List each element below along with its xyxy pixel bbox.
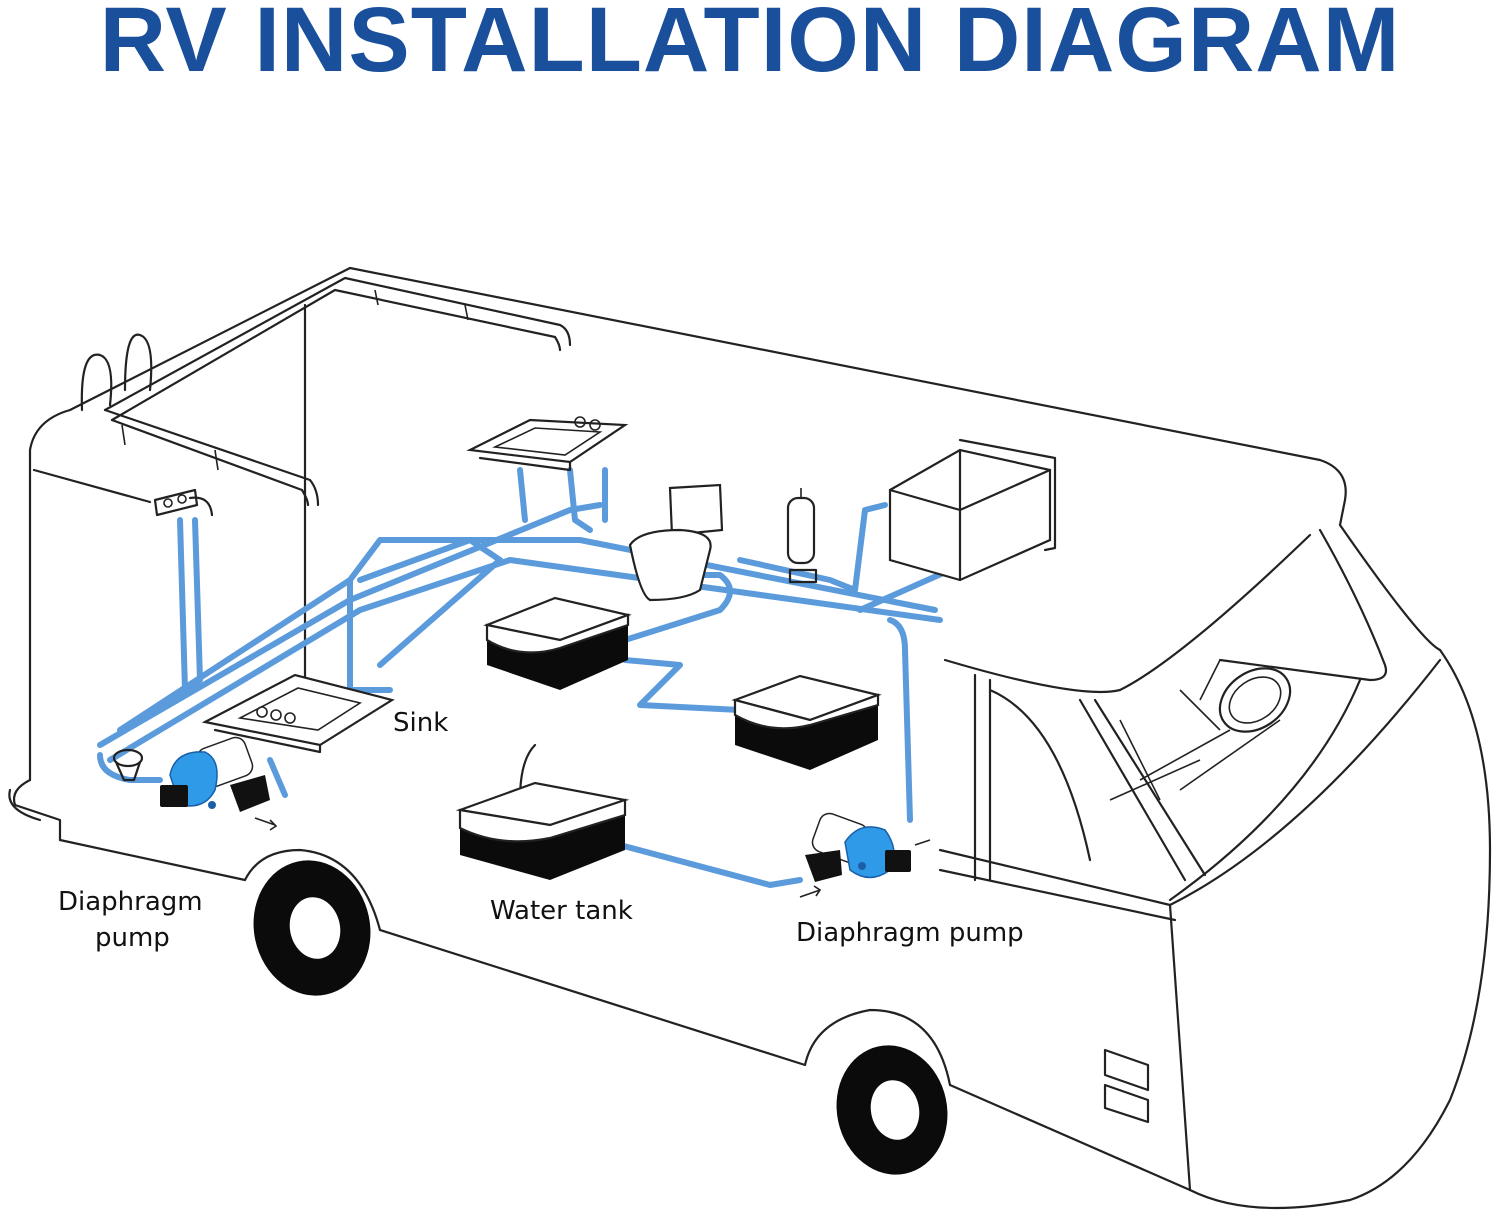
diaphragm-pump-left [160,736,270,812]
plumbing-lines [97,467,953,888]
rv-body-outline [8,266,1492,1210]
floor-drain [112,748,144,782]
water-heater [888,438,1057,582]
label-pump-left-line1: Diaphragm [58,887,203,917]
toilet [628,483,724,602]
shower-fixture [153,488,214,517]
accumulator-tank [786,488,818,584]
label-water-tank: Water tank [490,896,633,926]
rear-wheel [253,860,371,996]
sink-front [201,673,395,754]
diagram-title: RV INSTALLATION DIAGRAM [99,0,1401,91]
flow-arrows [254,817,931,898]
water-tank [455,743,630,880]
label-sink: Sink [393,708,449,738]
label-pump-left-line2: pump [95,923,170,953]
roof-rail [80,276,572,507]
label-pump-right: Diaphragm pump [796,918,1024,948]
diaphragm-pump-right [805,812,911,882]
sink-rear [466,416,629,472]
holding-tank-1 [483,596,632,690]
front-wheel [836,1045,948,1175]
holding-tank-2 [731,674,882,770]
